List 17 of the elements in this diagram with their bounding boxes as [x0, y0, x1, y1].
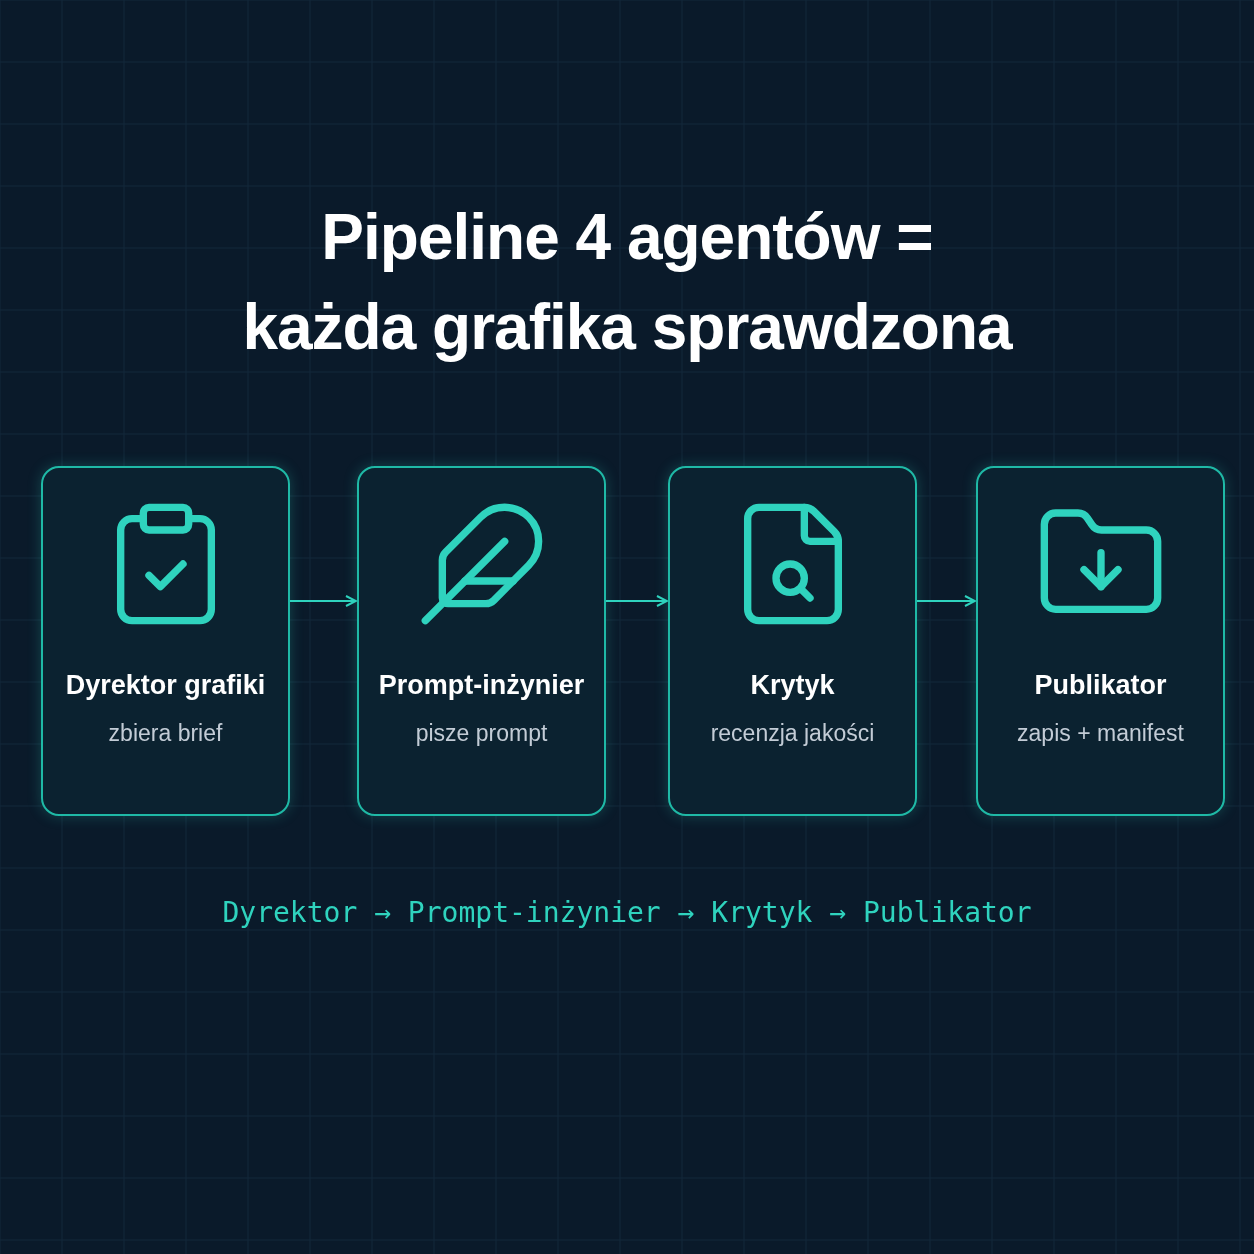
- agent-card: [976, 466, 1225, 816]
- card-heading: Publikator: [1033, 669, 1168, 702]
- arrow: [916, 595, 976, 607]
- agent-card: [41, 466, 290, 816]
- title: Pipeline 4 agentów = każda grafika sprawdzona: [241, 200, 1014, 365]
- flow-summary: Dyrektor → Prompt-inżynier → Krytyk → Publikator: [221, 895, 1033, 931]
- arrow: [605, 595, 668, 607]
- card-description: pisze prompt: [414, 719, 549, 748]
- agent-card: [668, 466, 917, 816]
- card-heading: Prompt-inżynier: [377, 669, 586, 702]
- card-description: zbiera brief: [107, 719, 224, 748]
- agent-card: [357, 466, 606, 816]
- arrow: [289, 595, 357, 607]
- card-heading: Dyrektor grafiki: [64, 669, 267, 702]
- card-description: zapis + manifest: [1016, 719, 1185, 748]
- card-heading: Krytyk: [749, 669, 836, 702]
- card-description: recenzja jakości: [709, 719, 876, 748]
